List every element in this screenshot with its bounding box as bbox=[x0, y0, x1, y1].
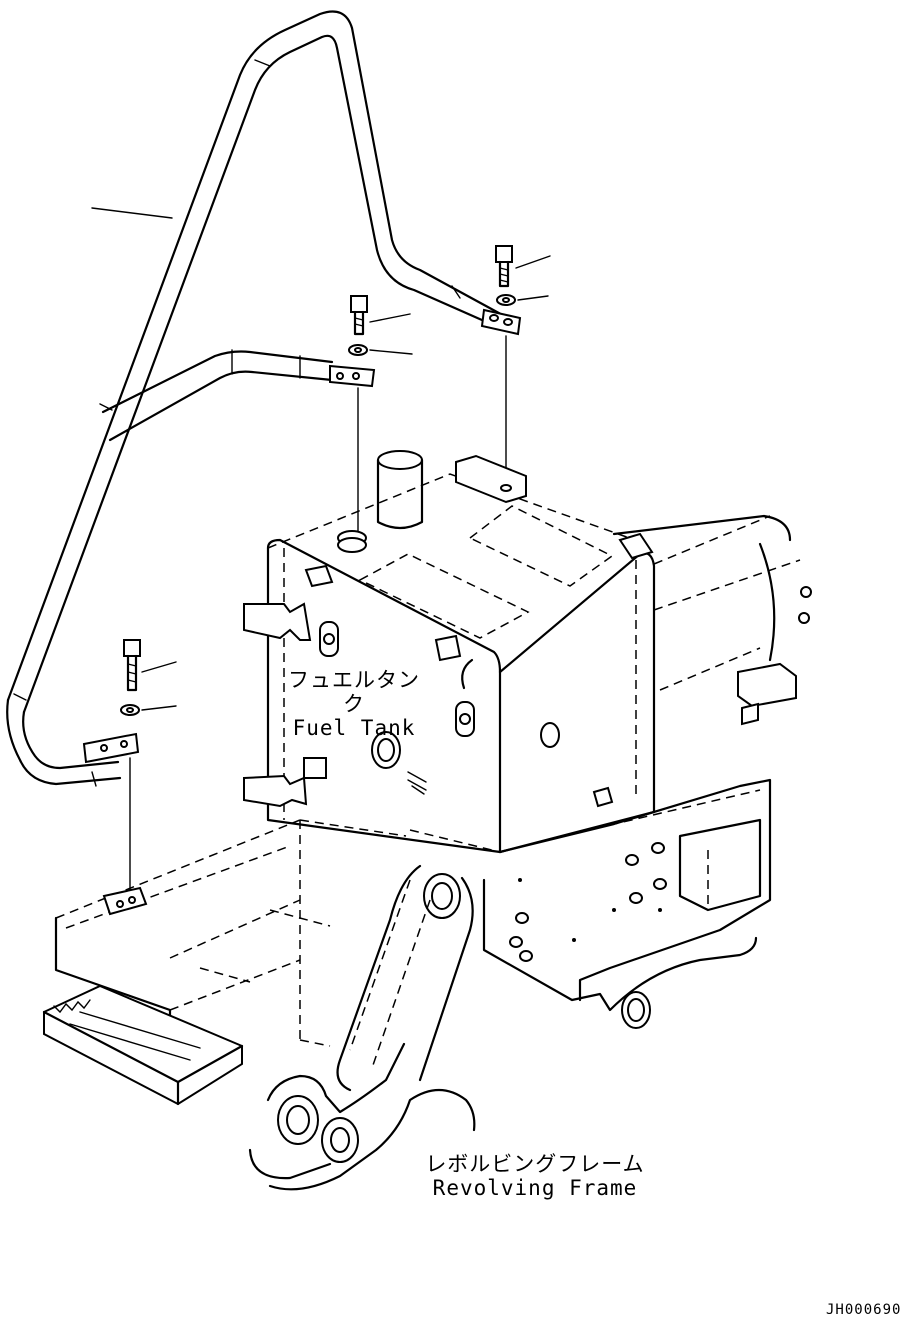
handrail-end-bracket-middle bbox=[329, 364, 376, 388]
handrail-end-bracket-top-right bbox=[480, 308, 522, 336]
handrail-end-bracket-left bbox=[82, 732, 140, 764]
revolving-frame-label-en: Revolving Frame bbox=[432, 1176, 638, 1201]
assembly-lines bbox=[129, 335, 507, 891]
drawing-code: JH000690 bbox=[826, 1302, 902, 1318]
bolt-top-right bbox=[495, 245, 551, 288]
washer-middle bbox=[348, 344, 413, 356]
washer-left bbox=[120, 704, 177, 716]
bolt-left bbox=[123, 639, 177, 692]
washer-top-right bbox=[496, 294, 549, 306]
fuel-tank bbox=[243, 450, 656, 854]
handrail bbox=[6, 10, 510, 787]
revolving-frame-label: レボルビングフレーム Revolving Frame bbox=[420, 1152, 650, 1200]
fuel-tank-label-jp: フュエルタンク bbox=[288, 668, 420, 717]
revolving-frame-label-jp: レボルビングフレーム bbox=[425, 1152, 645, 1176]
bolt-middle bbox=[350, 295, 411, 336]
fuel-tank-label: フュエルタンク Fuel Tank bbox=[284, 668, 424, 740]
step bbox=[42, 984, 244, 1106]
revolving-frame bbox=[42, 514, 812, 1191]
fuel-tank-label-en: Fuel Tank bbox=[292, 716, 416, 741]
